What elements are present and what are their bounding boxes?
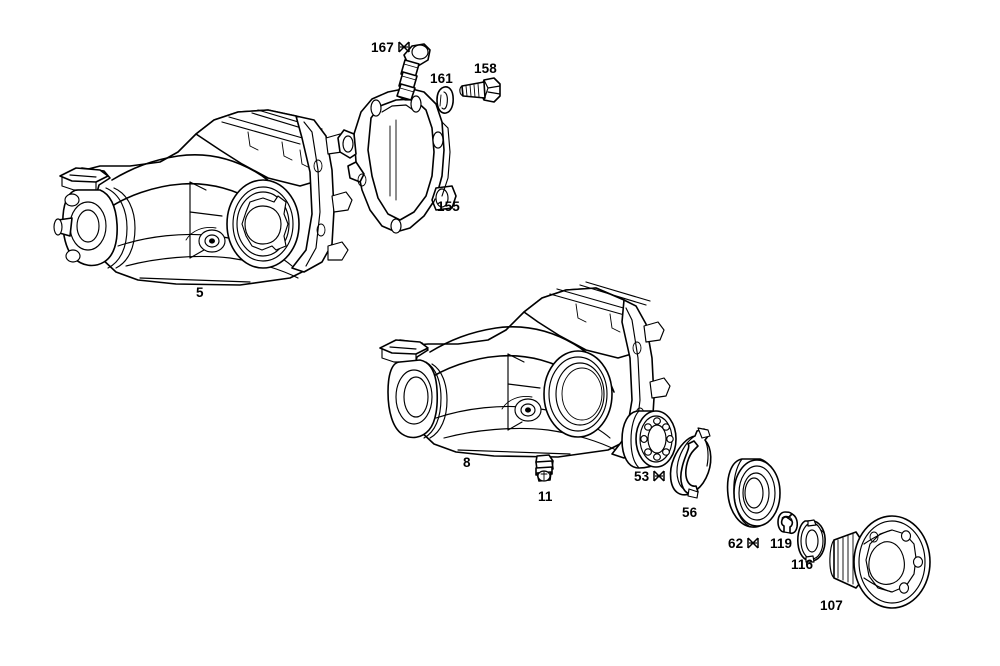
part-53-ball-bearing	[621, 410, 677, 469]
callout-116-number: 116	[791, 557, 814, 572]
callout-56: 56	[682, 506, 697, 520]
callout-53: 53	[634, 470, 665, 484]
bowtie-marker-icon	[747, 537, 759, 549]
callout-53-number: 53	[634, 469, 650, 484]
part-119-retaining-clip	[777, 511, 799, 535]
callout-11: 11	[538, 490, 552, 504]
part-11-breather-plug	[535, 454, 554, 482]
callout-167: 167	[371, 41, 410, 55]
part-116-lock-plate	[797, 519, 826, 563]
bowtie-marker-icon	[398, 41, 410, 53]
callout-155: 155	[437, 200, 460, 214]
part-56-snap-ring	[669, 427, 712, 499]
callout-158-number: 158	[474, 61, 497, 76]
part-161-lock-washer	[436, 86, 454, 114]
callout-161: 161	[430, 72, 453, 86]
callout-161-number: 161	[430, 71, 453, 86]
callout-119-number: 119	[770, 536, 793, 551]
bowtie-marker-icon	[653, 470, 665, 482]
part-158-hex-head-bolt	[459, 77, 501, 103]
callout-119: 119	[770, 537, 792, 551]
callout-11-number: 11	[538, 489, 553, 504]
callout-167-number: 167	[371, 40, 394, 55]
part-107-drive-flange	[829, 515, 931, 609]
callout-155-number: 155	[437, 199, 460, 214]
callout-158: 158	[474, 62, 497, 76]
callout-8-number: 8	[463, 455, 471, 470]
callout-107: 107	[820, 599, 843, 613]
part-5-differential-housing-assembly	[53, 109, 353, 286]
part-167-drain-plug-screw	[396, 43, 431, 101]
callout-116: 116	[791, 558, 813, 572]
callout-56-number: 56	[682, 505, 698, 520]
callout-8: 8	[463, 456, 471, 470]
callout-62-number: 62	[728, 536, 744, 551]
part-155-rear-cover	[337, 87, 457, 234]
callout-5-number: 5	[196, 285, 204, 300]
callout-107-number: 107	[820, 598, 843, 613]
callout-62: 62	[728, 537, 759, 551]
part-62-radial-shaft-seal	[726, 458, 781, 528]
callout-5: 5	[196, 286, 204, 300]
